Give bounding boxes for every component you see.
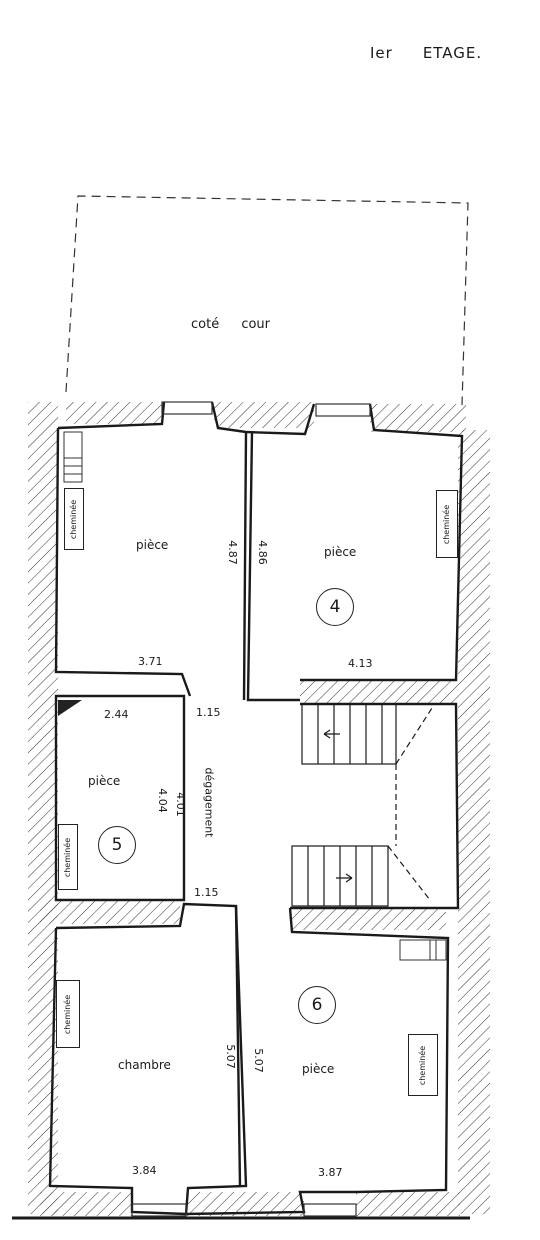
room4-number: 4 bbox=[316, 588, 354, 626]
corridor-label: dégagement bbox=[202, 767, 216, 838]
room1-chimney: cheminée bbox=[64, 488, 84, 550]
room4-label: pièce bbox=[324, 545, 357, 559]
room6-depth: 5.07 bbox=[251, 1048, 265, 1073]
room5-depth: 4.04 bbox=[155, 788, 169, 813]
chambre-depth: 5.07 bbox=[223, 1044, 237, 1069]
room1-label: pièce bbox=[136, 538, 169, 552]
corridor-width-bottom: 1.15 bbox=[194, 886, 219, 899]
room4-depth: 4.86 bbox=[255, 540, 269, 565]
corridor-width-top: 1.15 bbox=[196, 706, 221, 719]
floor-name: ETAGE. bbox=[422, 44, 483, 62]
corner-mark bbox=[58, 700, 82, 716]
floor-title: Ier ETAGE. bbox=[370, 44, 482, 62]
chambre-width: 3.84 bbox=[132, 1164, 157, 1177]
room4-width: 4.13 bbox=[348, 657, 373, 670]
room6-label: pièce bbox=[302, 1062, 335, 1076]
room5-chimney: cheminée bbox=[58, 824, 78, 890]
staircase bbox=[291, 703, 433, 907]
windows bbox=[131, 401, 371, 1217]
court-side-label: coté cour bbox=[191, 317, 271, 332]
room6-chimney: cheminée bbox=[408, 1034, 438, 1096]
room5-label: pièce bbox=[88, 774, 121, 788]
room4-chimney: cheminée bbox=[436, 490, 458, 558]
chambre-label: chambre bbox=[118, 1058, 171, 1072]
room5-width: 2.44 bbox=[104, 708, 129, 721]
fixtures bbox=[63, 431, 447, 961]
walls bbox=[48, 401, 464, 1216]
exterior-hatch bbox=[28, 402, 490, 1216]
room6-width: 3.87 bbox=[318, 1166, 343, 1179]
chambre-chimney: cheminée bbox=[56, 980, 80, 1048]
room1-depth: 4.87 bbox=[225, 540, 239, 565]
room5-number: 5 bbox=[98, 826, 136, 864]
room1-width: 3.71 bbox=[138, 655, 163, 668]
room6-number: 6 bbox=[298, 986, 336, 1024]
floor-level: Ier bbox=[370, 44, 393, 62]
corridor-length: 4.01 bbox=[173, 792, 187, 817]
courtyard-outline bbox=[65, 195, 469, 406]
